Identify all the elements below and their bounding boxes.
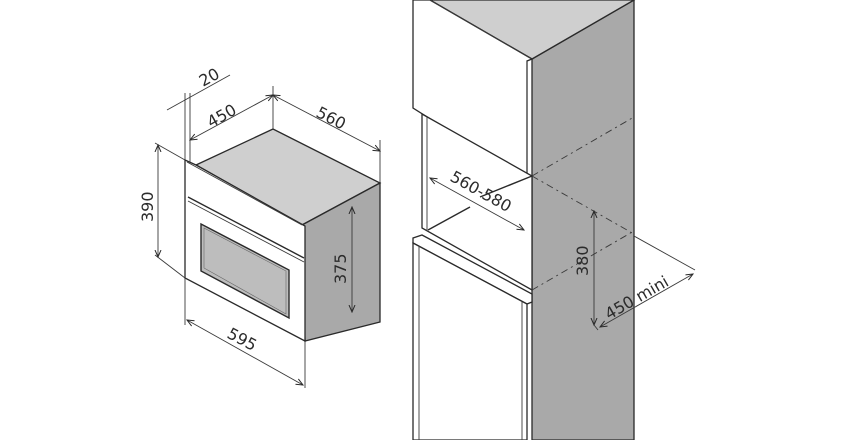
oven-door-window bbox=[200, 222, 290, 320]
dim-body-depth: 450 bbox=[204, 100, 240, 131]
oven-drawing bbox=[184, 128, 382, 343]
dim-total-depth: 560 bbox=[313, 103, 349, 134]
cabinet-drawing bbox=[412, 0, 636, 440]
dim-body-height: 375 bbox=[331, 253, 350, 284]
dim-width: 595 bbox=[224, 324, 260, 355]
dim-front-panel-depth: 20 bbox=[196, 64, 223, 90]
cabinet-lower-panel bbox=[412, 241, 528, 440]
dim-niche-height: 380 bbox=[573, 245, 592, 276]
cabinet-side-face bbox=[531, 0, 635, 440]
dim-total-height: 390 bbox=[138, 191, 157, 222]
